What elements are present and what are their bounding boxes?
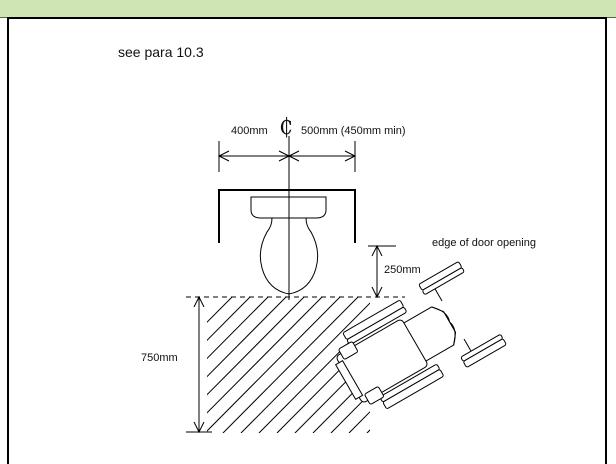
left-width-label: 400mm bbox=[231, 125, 268, 137]
door-edge-label: edge of door opening bbox=[432, 237, 536, 249]
depth-label: 750mm bbox=[141, 352, 178, 364]
depth-dimension bbox=[186, 295, 212, 434]
right-width-label: 500mm (450mm min) bbox=[301, 125, 406, 137]
door-gap-label: 250mm bbox=[384, 264, 421, 276]
centerline-symbol: ₵ bbox=[279, 115, 293, 140]
door-gap-dimension bbox=[368, 244, 396, 299]
cubicle-walls bbox=[218, 189, 356, 243]
transfer-space-hatch bbox=[207, 297, 370, 433]
paragraph-reference: see para 10.3 bbox=[118, 44, 204, 60]
wheelchair-icon bbox=[334, 261, 507, 409]
